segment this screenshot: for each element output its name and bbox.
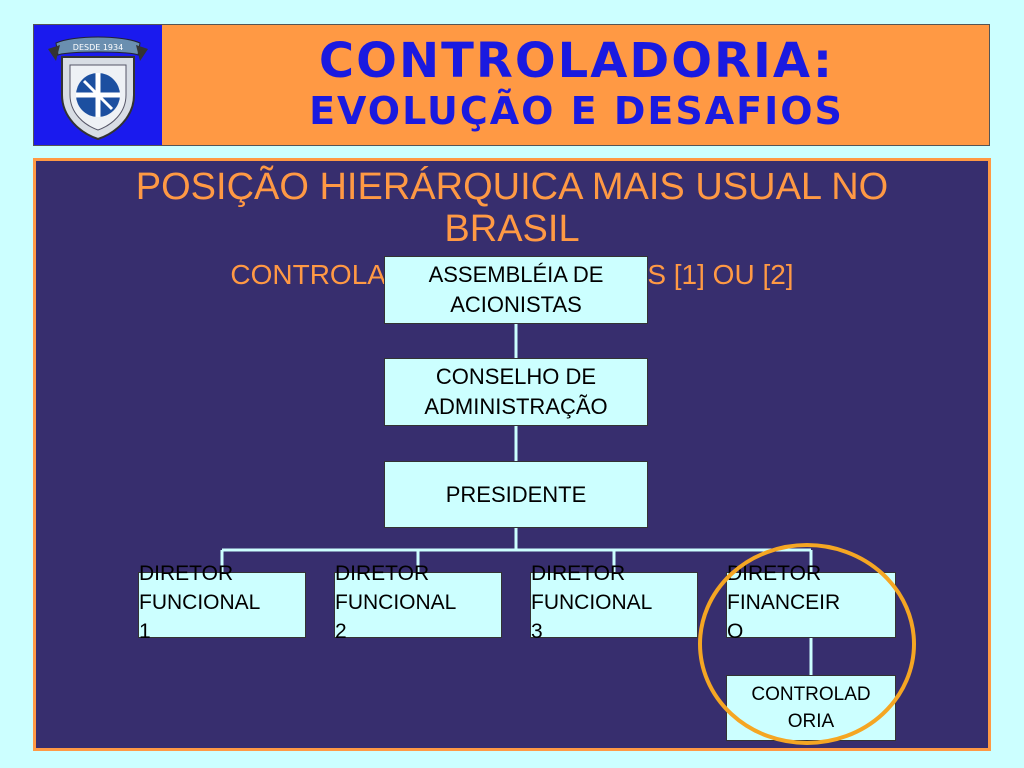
logo: DESDE 1934 xyxy=(34,25,162,145)
diretor-1-line3: 1 xyxy=(139,619,151,643)
box-conselho-line2: ADMINISTRAÇÃO xyxy=(424,394,608,419)
diretor-financeiro-line1: DIRETOR xyxy=(727,561,822,585)
diretor-3-line3: 3 xyxy=(531,619,543,643)
box-diretor-1: DIRETOR FUNCIONAL 1 xyxy=(138,562,306,643)
title-line-1: CONTROLADORIA: xyxy=(318,33,835,89)
box-assembleia: ASSEMBLÉIA DE ACIONISTAS xyxy=(384,256,648,324)
diretor-1-line2: FUNCIONAL xyxy=(139,590,261,614)
box-diretor-financeiro: DIRETOR FINANCEIR O xyxy=(726,562,896,643)
header-banner: DESDE 1934 CONTROLADORIA: EVOLUÇÃO E DES… xyxy=(33,24,990,146)
controladoria-line2: ORIA xyxy=(787,711,835,732)
diretor-financeiro-line3: O xyxy=(727,619,744,643)
box-presidente-label: PRESIDENTE xyxy=(445,481,587,507)
box-assembleia-line2: ACIONISTAS xyxy=(450,292,582,317)
diretor-3-line1: DIRETOR xyxy=(531,561,626,585)
shield-logo-icon: DESDE 1934 xyxy=(48,36,148,141)
title-line-2: EVOLUÇÃO E DESAFIOS xyxy=(309,89,844,133)
diretor-2-line3: 2 xyxy=(335,619,347,643)
controladoria-line1: CONTROLAD xyxy=(751,684,871,705)
heading-line-1: POSIÇÃO HIERÁRQUICA MAIS USUAL NO xyxy=(135,166,889,208)
box-diretor-3: DIRETOR FUNCIONAL 3 xyxy=(530,562,698,643)
diretor-3-line2: FUNCIONAL xyxy=(531,590,653,614)
box-diretor-2: DIRETOR FUNCIONAL 2 xyxy=(334,562,502,643)
box-conselho-line1: CONSELHO DE xyxy=(435,364,597,389)
diretor-1-line1: DIRETOR xyxy=(139,561,234,585)
box-assembleia-line1: ASSEMBLÉIA DE xyxy=(428,262,604,287)
heading-line-2: BRASIL xyxy=(444,208,580,250)
diretor-financeiro-line2: FINANCEIR xyxy=(727,590,841,614)
box-presidente: PRESIDENTE xyxy=(384,461,648,528)
diretor-2-line1: DIRETOR xyxy=(335,561,430,585)
diretor-2-line2: FUNCIONAL xyxy=(335,590,457,614)
box-conselho: CONSELHO DE ADMINISTRAÇÃO xyxy=(384,358,648,426)
logo-text: DESDE 1934 xyxy=(73,43,123,52)
